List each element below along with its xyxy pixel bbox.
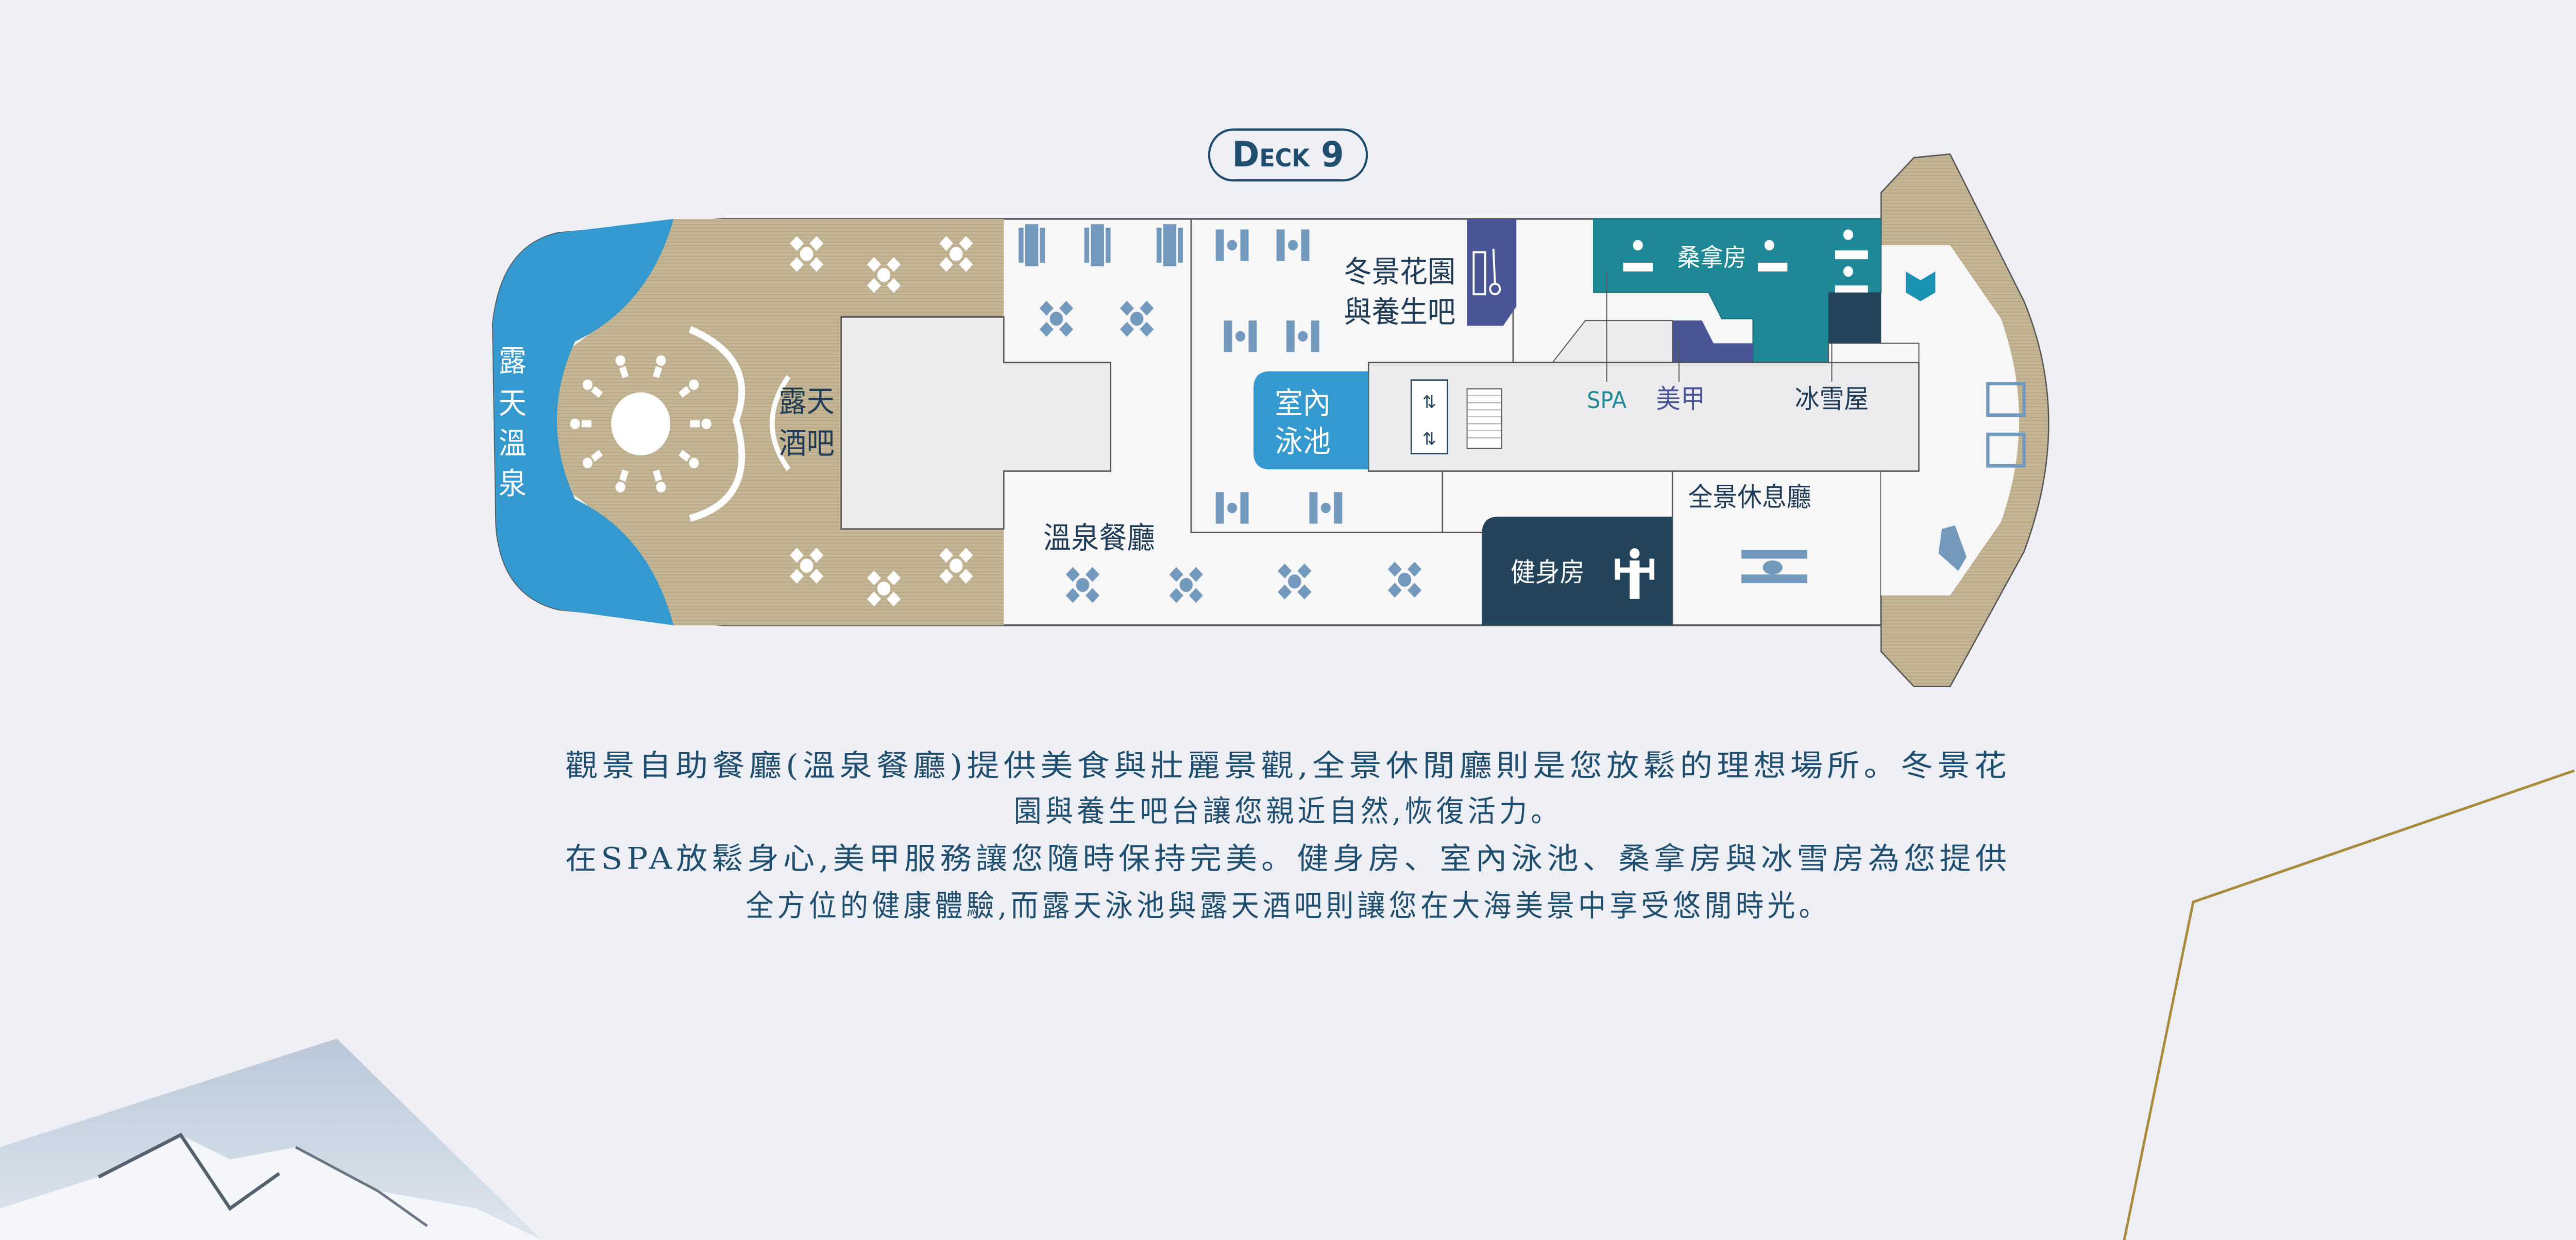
stairs-icon xyxy=(1466,388,1502,449)
deck-title-badge: Deck 9 xyxy=(1208,128,1368,182)
lounger-icon xyxy=(679,450,699,468)
lounger-icon xyxy=(653,355,666,379)
label-outdoor-bar-1: 露天 xyxy=(778,384,834,419)
central-void xyxy=(840,316,1111,530)
elevator-icon: ⇅ ⇅ xyxy=(1410,379,1448,454)
label-spa: SPA xyxy=(1587,387,1626,414)
description: 觀景自助餐廳(溫泉餐廳)提供美食與壯麗景觀,全景休閒廳則是您放鬆的理想場所。冬景… xyxy=(565,749,2011,923)
outdoor-hot-spring-area xyxy=(493,218,674,625)
bar-arc-icon xyxy=(770,375,791,471)
hot-tub-icon xyxy=(611,392,671,455)
long-table-icon xyxy=(1019,224,1045,266)
gym-person-icon xyxy=(1615,548,1655,599)
booth-table-icon xyxy=(1224,320,1257,352)
label-outdoor-hot-spring-1: 露 xyxy=(499,344,527,379)
description-line: 園與養生吧台讓您親近自然,恢復活力。 xyxy=(1014,794,1563,829)
booth-table-icon xyxy=(1276,229,1310,261)
long-table-icon xyxy=(1084,224,1111,266)
label-winter-garden-1: 冬景花園 xyxy=(1344,255,1455,290)
massage-bed-icon xyxy=(1623,229,1868,293)
description-line: 在SPA放鬆身心,美甲服務讓您隨時保持完美。健身房、室內泳池、桑拿房與冰雪房為您… xyxy=(565,842,2011,876)
hairdresser-room xyxy=(1467,218,1517,326)
lounger-icon xyxy=(690,418,711,429)
svg-text:⇅: ⇅ xyxy=(1422,429,1436,449)
corridor xyxy=(1367,362,1920,472)
table-icon xyxy=(790,236,824,272)
svg-text:⇅: ⇅ xyxy=(1422,392,1436,412)
table-icon xyxy=(1065,567,1100,603)
table-group xyxy=(790,224,1422,607)
snow-room xyxy=(1828,292,1882,344)
lounger-icon xyxy=(679,379,699,398)
decorative-gold-line xyxy=(2123,769,2575,1240)
booth-table-icon xyxy=(1286,320,1319,352)
piano-icon xyxy=(1938,525,1967,571)
corridor-annex xyxy=(1828,343,1920,363)
lounger-icon xyxy=(615,355,629,379)
label-winter-garden-2: 與養生吧 xyxy=(1344,295,1455,330)
lounger-icon xyxy=(615,469,629,492)
label-indoor-pool-2: 泳池 xyxy=(1275,425,1330,460)
lounger-icon xyxy=(570,418,591,429)
label-indoor-pool-1: 室內 xyxy=(1275,386,1330,421)
label-snow-room: 冰雪屋 xyxy=(1795,384,1869,415)
hairdresser-icon xyxy=(1472,248,1501,296)
deck-title: Deck 9 xyxy=(1232,134,1344,175)
label-outdoor-hot-spring-3: 溫 xyxy=(499,427,527,461)
nails-room xyxy=(1672,320,1753,363)
label-outdoor-bar-2: 酒吧 xyxy=(778,427,834,461)
label-outdoor-hot-spring-4: 泉 xyxy=(499,467,527,501)
label-hot-spring-restaurant: 溫泉餐廳 xyxy=(1043,521,1155,556)
library-icon xyxy=(1905,271,1936,301)
booth-table-icon xyxy=(1215,492,1249,524)
indoor-pool xyxy=(1253,371,1369,470)
booth-table-icon xyxy=(1215,229,1249,261)
label-sauna: 桑拿房 xyxy=(1677,243,1747,272)
table-icon xyxy=(1039,300,1074,337)
label-panorama-lounge: 全景休息廳 xyxy=(1688,482,1811,513)
table-icon xyxy=(1278,563,1312,600)
leader-lines xyxy=(1606,271,1833,382)
label-gym: 健身房 xyxy=(1511,557,1584,588)
description-line: 觀景自助餐廳(溫泉餐廳)提供美食與壯麗景觀,全景休閒廳則是您放鬆的理想場所。冬景… xyxy=(565,749,2011,783)
gym-room xyxy=(1482,516,1673,625)
lounger-icon xyxy=(582,379,603,398)
long-table-icon xyxy=(1156,224,1183,266)
lounger-group xyxy=(570,355,711,492)
label-outdoor-hot-spring-2: 天 xyxy=(499,386,527,421)
booth-table-icon xyxy=(1309,492,1343,524)
lounger-icon xyxy=(582,450,603,468)
label-nails: 美甲 xyxy=(1656,384,1705,415)
description-line: 全方位的健康體驗,而露天泳池與露天酒吧則讓您在大海美景中享受悠閒時光。 xyxy=(745,889,1830,923)
mountain-photo xyxy=(0,1039,543,1240)
lounge-seating-icon xyxy=(1741,382,2026,584)
lounger-icon xyxy=(653,469,666,492)
bar-counter-icon xyxy=(688,326,745,522)
